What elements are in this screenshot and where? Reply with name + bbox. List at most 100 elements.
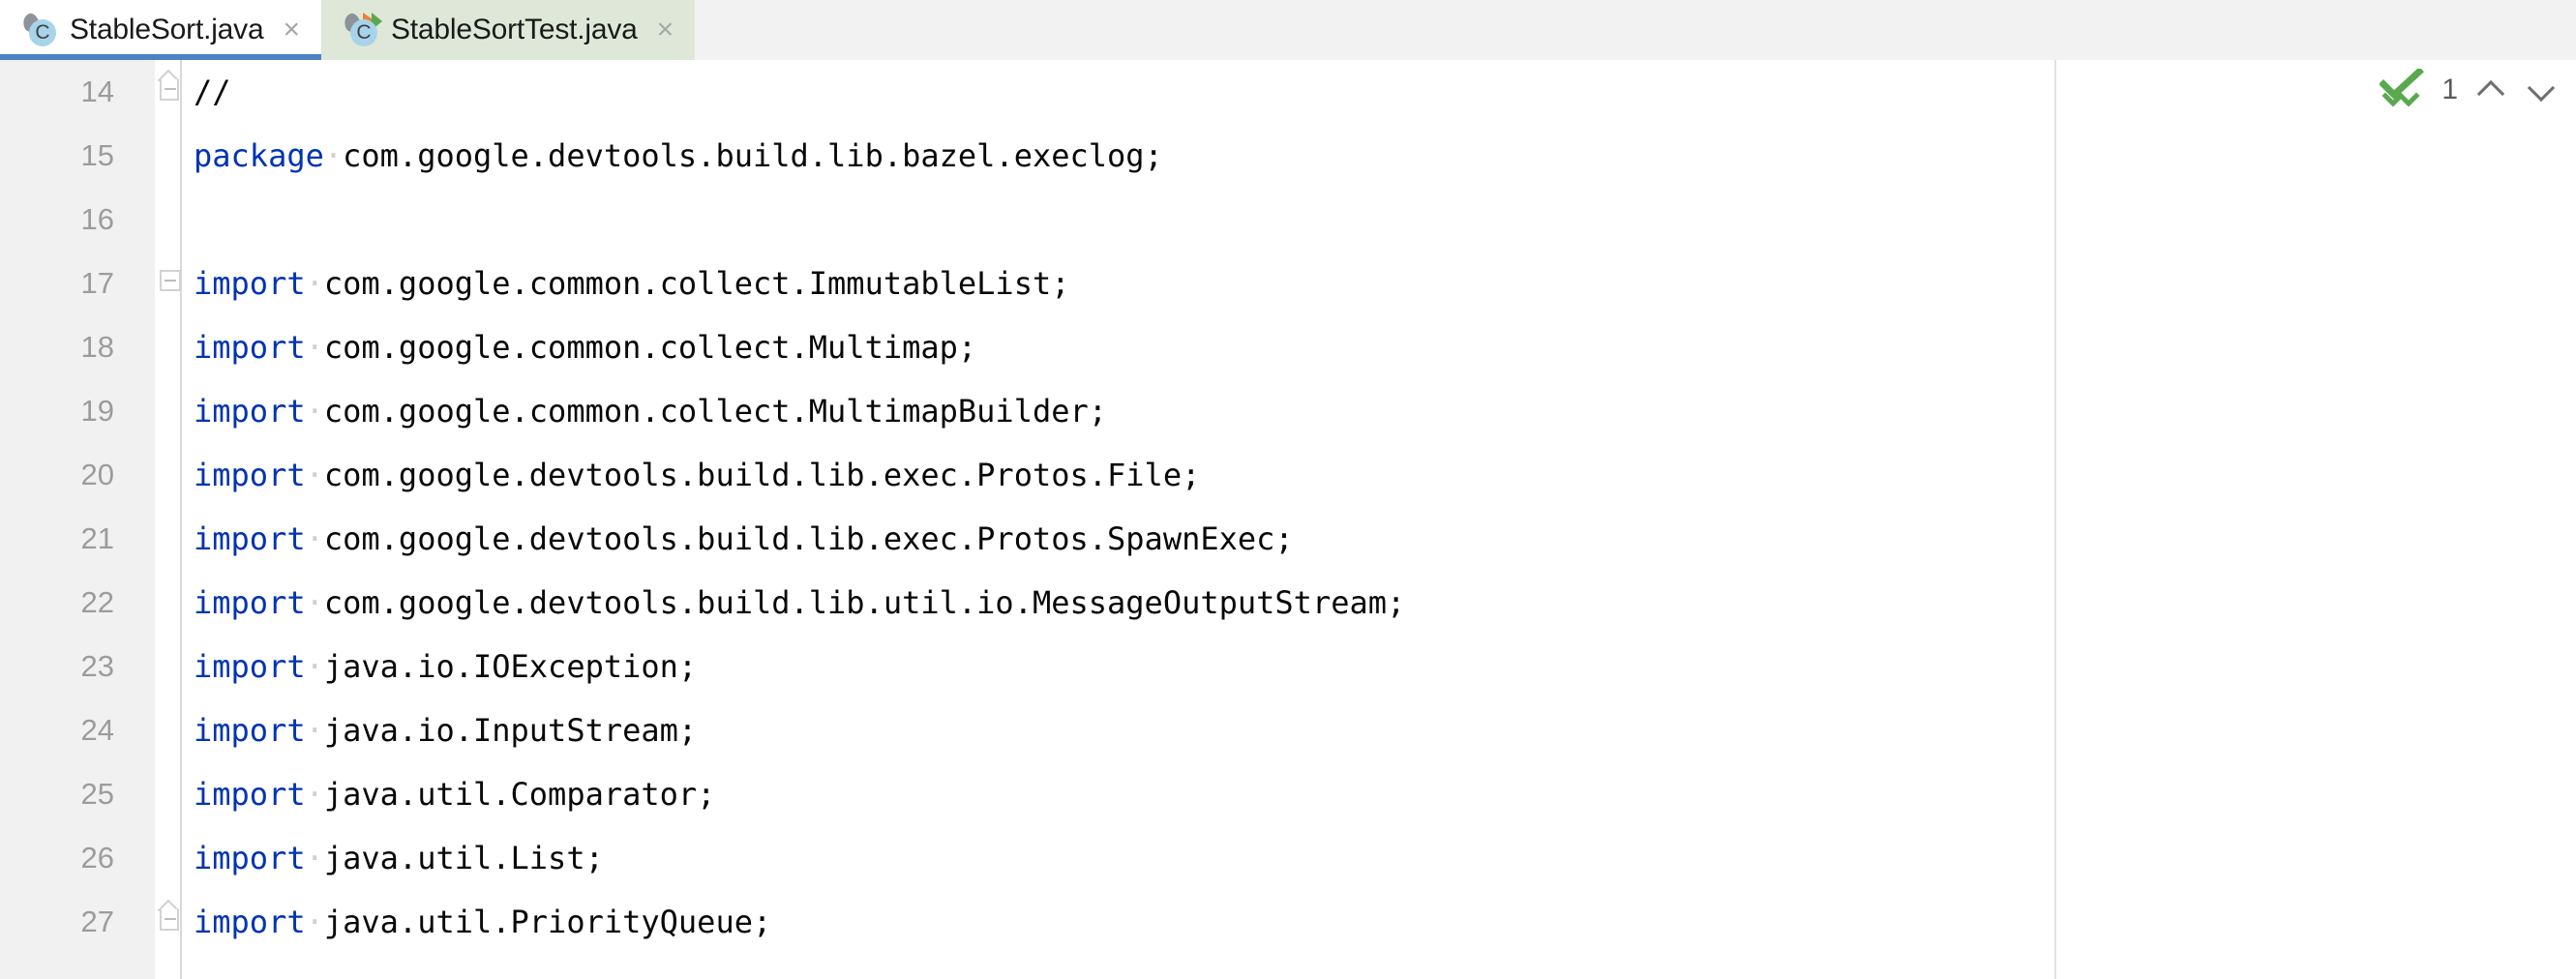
- line-number[interactable]: 27: [80, 905, 114, 938]
- fold-spacer: [158, 507, 183, 571]
- fold-spacer: [158, 124, 183, 188]
- code-text[interactable]: import·java.util.List;: [194, 826, 604, 890]
- code-line[interactable]: 14 //: [0, 60, 2576, 124]
- code-text[interactable]: import·java.util.Comparator;: [194, 762, 715, 826]
- code-line[interactable]: 23 import·java.io.IOException;: [0, 635, 2576, 698]
- line-number[interactable]: 20: [80, 458, 114, 491]
- tab-close-icon[interactable]: ×: [283, 14, 300, 45]
- fold-spacer: [158, 571, 183, 635]
- line-number[interactable]: 14: [80, 74, 114, 108]
- code-text[interactable]: import·com.google.devtools.build.lib.exe…: [194, 507, 1294, 571]
- code-line[interactable]: 20 import·com.google.devtools.build.lib.e…: [0, 443, 2576, 507]
- line-number[interactable]: 24: [80, 713, 114, 747]
- token-ws: ·: [305, 648, 324, 685]
- code-text[interactable]: import·java.io.IOException;: [194, 635, 697, 698]
- line-number[interactable]: 23: [80, 649, 114, 683]
- inspection-ok-double-check-icon[interactable]: [2379, 66, 2425, 112]
- line-number[interactable]: 15: [80, 138, 114, 172]
- fold-collapse-box-icon[interactable]: [158, 252, 183, 315]
- code-text[interactable]: import·java.io.InputStream;: [194, 698, 697, 762]
- token-plain: java.io.IOException;: [323, 648, 698, 685]
- code-text[interactable]: import·com.google.common.collect.Multima…: [194, 379, 1107, 443]
- token-plain: com.google.devtools.build.lib.bazel.exec…: [343, 137, 1163, 174]
- token-kw: import: [194, 648, 306, 685]
- token-kw: import: [194, 329, 306, 366]
- line-number[interactable]: 22: [80, 585, 114, 619]
- token-ws: ·: [305, 904, 324, 940]
- token-ws: ·: [305, 329, 324, 366]
- token-plain: java.util.List;: [323, 840, 604, 876]
- line-number[interactable]: 25: [80, 777, 114, 811]
- fold-spacer: [158, 315, 183, 379]
- token-plain: com.google.devtools.build.lib.util.io.Me…: [323, 584, 1406, 621]
- fold-spacer: [158, 443, 183, 507]
- code-text[interactable]: import·com.google.common.collect.Immutab…: [194, 252, 1069, 315]
- inspection-count: 1: [2441, 74, 2458, 105]
- fold-spacer: [158, 826, 183, 890]
- token-ws: ·: [305, 265, 324, 302]
- tab-label: StableSortTest.java: [390, 14, 638, 45]
- line-number[interactable]: 17: [80, 266, 114, 300]
- token-plain: com.google.devtools.build.lib.exec.Proto…: [323, 520, 1294, 557]
- editor-right-area: [2056, 60, 2576, 979]
- token-plain: java.util.Comparator;: [323, 776, 716, 813]
- code-line[interactable]: 15 package·com.google.devtools.build.lib.…: [0, 124, 2576, 188]
- line-number[interactable]: 19: [80, 394, 114, 428]
- token-ws: ·: [305, 584, 324, 621]
- token-kw: import: [194, 265, 306, 302]
- code-line[interactable]: 24 import·java.io.InputStream;: [0, 698, 2576, 762]
- code-text[interactable]: import·com.google.common.collect.Multima…: [194, 315, 976, 379]
- tab-stablesorttest-java[interactable]: C StableSortTest.java ×: [320, 0, 696, 60]
- code-text[interactable]: //: [194, 60, 231, 124]
- token-plain: java.io.InputStream;: [323, 712, 698, 749]
- editor-tab-bar: C StableSort.java × C StableSortTest.jav…: [0, 0, 2576, 60]
- code-line[interactable]: 26 import·java.util.List;: [0, 826, 2576, 890]
- token-plain: java.util.PriorityQueue;: [323, 904, 772, 940]
- token-kw: import: [194, 712, 306, 749]
- fold-spacer: [158, 379, 183, 443]
- token-kw: import: [194, 840, 306, 876]
- tab-close-icon[interactable]: ×: [656, 14, 674, 45]
- right-margin-guide: [2054, 60, 2056, 979]
- line-number[interactable]: 18: [80, 330, 114, 364]
- token-kw: import: [194, 584, 306, 621]
- token-kw: package: [194, 137, 324, 174]
- token-kw: import: [194, 520, 306, 557]
- code-line[interactable]: 18 import·com.google.common.collect.Multi…: [0, 315, 2576, 379]
- code-text[interactable]: import·com.google.devtools.build.lib.exe…: [194, 443, 1200, 507]
- token-ws: ·: [305, 776, 324, 813]
- fold-spacer: [158, 188, 183, 252]
- code-line[interactable]: 21 import·com.google.devtools.build.lib.e…: [0, 507, 2576, 571]
- code-line[interactable]: 17 import·com.google.common.collect.Immut…: [0, 252, 2576, 315]
- java-test-class-icon: C: [342, 11, 382, 46]
- inspection-widget[interactable]: 1: [2379, 66, 2559, 112]
- line-number-gutter[interactable]: [0, 60, 155, 979]
- fold-end-marker-icon[interactable]: [157, 890, 183, 954]
- line-number[interactable]: 21: [80, 521, 114, 555]
- token-comment: //: [194, 74, 231, 110]
- code-line[interactable]: 27 import·java.util.PriorityQueue;: [0, 890, 2576, 954]
- code-text[interactable]: package·com.google.devtools.build.lib.ba…: [194, 124, 1163, 188]
- chevron-down-icon[interactable]: [2526, 74, 2559, 106]
- tab-stablesort-java[interactable]: C StableSort.java ×: [0, 0, 321, 60]
- code-text[interactable]: import·java.util.PriorityQueue;: [194, 890, 771, 954]
- token-plain: com.google.common.collect.Multimap;: [323, 329, 977, 366]
- code-line[interactable]: 25 import·java.util.Comparator;: [0, 762, 2576, 826]
- fold-end-marker-icon[interactable]: [157, 60, 183, 124]
- code-text[interactable]: import·com.google.devtools.build.lib.uti…: [194, 571, 1405, 635]
- token-kw: import: [194, 393, 306, 430]
- token-ws: ·: [305, 712, 324, 749]
- line-number[interactable]: 16: [80, 202, 114, 236]
- token-ws: ·: [305, 840, 324, 876]
- token-ws: ·: [305, 393, 324, 430]
- fold-gutter[interactable]: [155, 60, 180, 979]
- code-line[interactable]: 19 import·com.google.common.collect.Multi…: [0, 379, 2576, 443]
- chevron-up-icon[interactable]: [2475, 74, 2508, 106]
- code-line[interactable]: 22 import·com.google.devtools.build.lib.u…: [0, 571, 2576, 635]
- fold-rail-line: [180, 60, 182, 979]
- line-number[interactable]: 26: [80, 841, 114, 875]
- code-line[interactable]: 16: [0, 188, 2576, 252]
